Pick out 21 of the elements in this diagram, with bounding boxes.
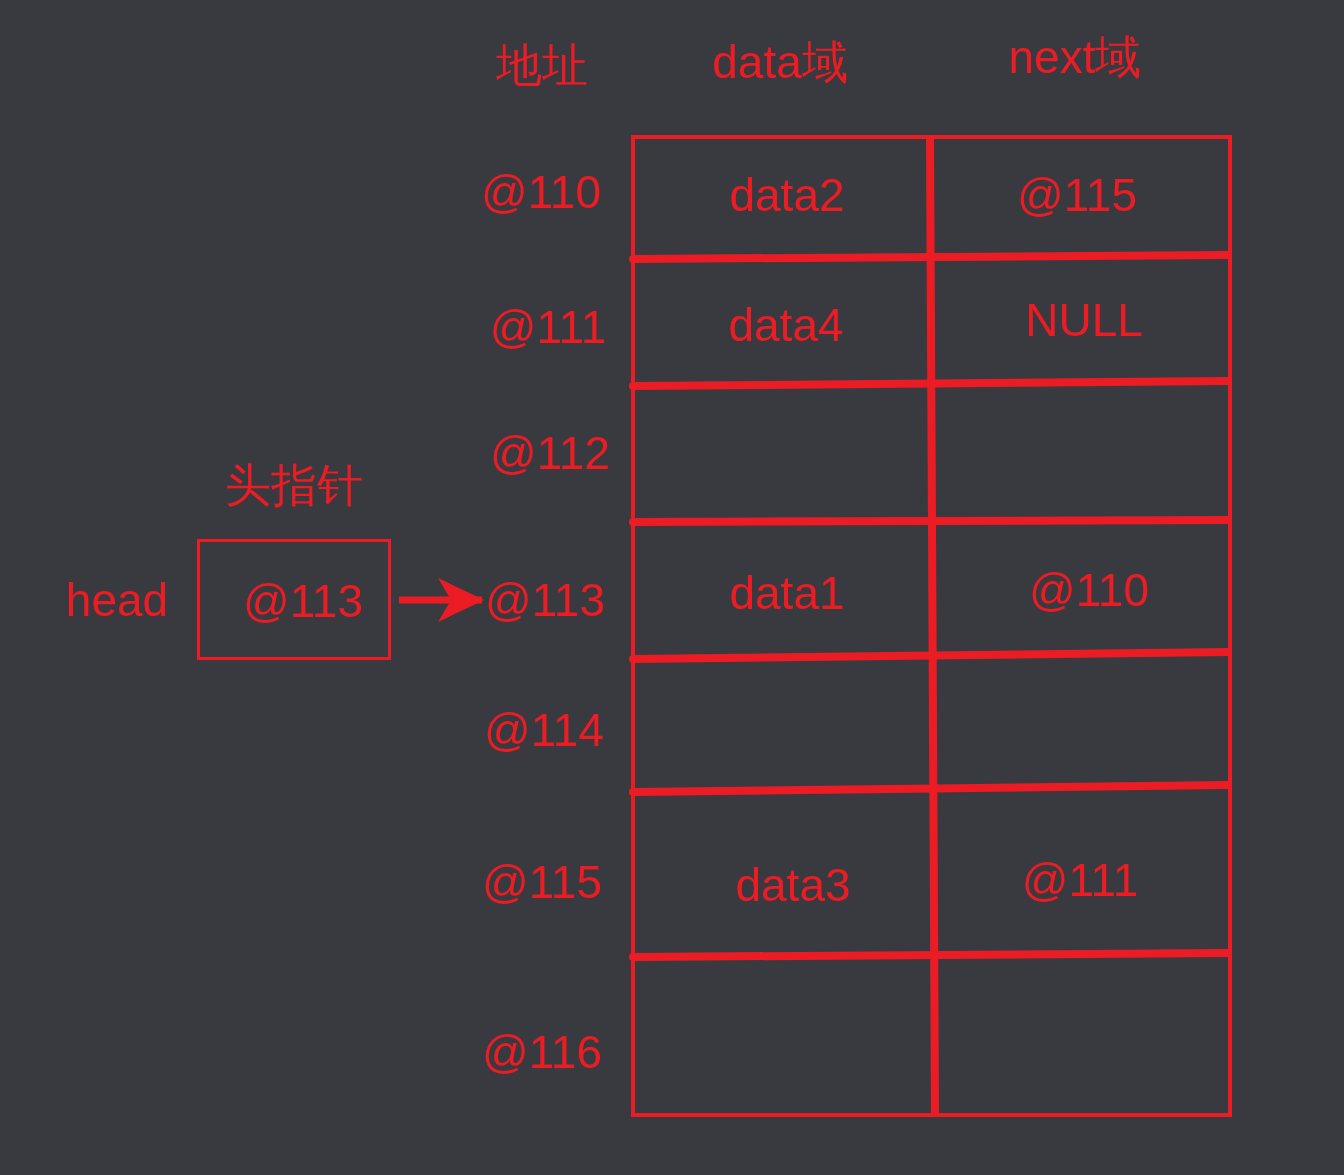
address-label: @111 xyxy=(489,304,607,350)
address-label: @110 xyxy=(481,169,601,215)
pointer-value: @110 xyxy=(1029,567,1149,613)
variable-name: head xyxy=(65,577,169,623)
address-label: @114 xyxy=(484,707,604,753)
address-label: @112 xyxy=(490,430,610,476)
data-value: data2 xyxy=(729,172,845,218)
pointer-heading: 头指针 xyxy=(225,462,363,508)
address-label: @115 xyxy=(482,859,602,905)
data-value: data4 xyxy=(728,302,844,348)
data-value: data1 xyxy=(729,570,845,616)
column-header: next域 xyxy=(1008,34,1142,80)
pointer-value: @115 xyxy=(1017,172,1137,218)
column-header: data域 xyxy=(712,39,848,85)
pointer-value: NULL xyxy=(1025,297,1143,343)
address-label: @113 xyxy=(485,577,605,623)
column-header: 地址 xyxy=(496,42,588,88)
pointer-value: @113 xyxy=(243,578,363,624)
address-label: @116 xyxy=(482,1029,602,1075)
data-value: data3 xyxy=(735,862,851,908)
pointer-value: @111 xyxy=(1021,857,1139,903)
